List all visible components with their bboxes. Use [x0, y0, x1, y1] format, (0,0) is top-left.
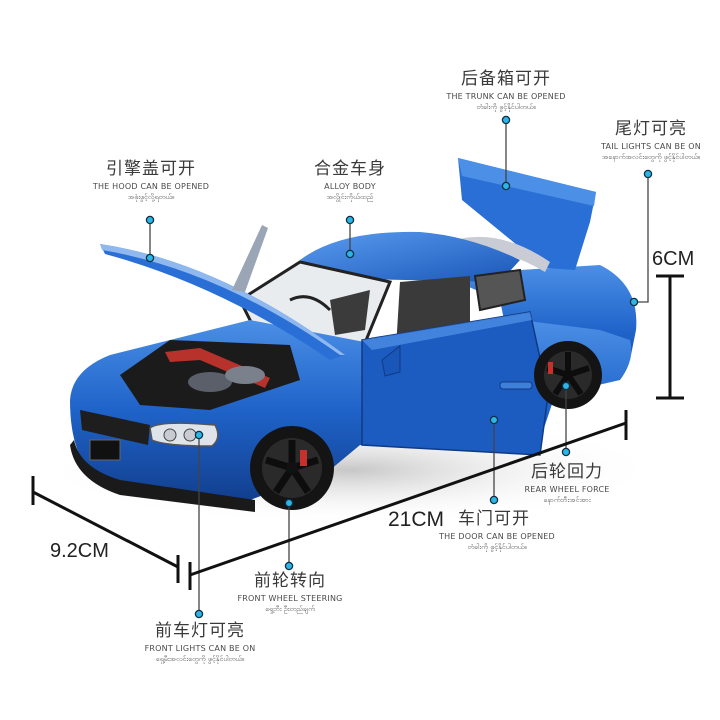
callout-front-wheel-en: FRONT WHEEL STEERING [237, 593, 343, 603]
callout-lines [149, 120, 649, 614]
callout-trunk-my: တံခါးကို ဖွင့်နိုင်ပါတယ်။ [476, 102, 536, 111]
car-roof [300, 231, 520, 282]
callout-trunk: 后备箱可开 THE TRUNK CAN BE OPENED တံခါးကို ဖ… [446, 69, 566, 111]
callout-hood: 引擎盖可开 THE HOOD CAN BE OPENED အဖုံးဖွင့်လ… [85, 159, 217, 201]
callout-door-my: တံခါးကို ဖွင့်နိုင်ပါတယ်။ [467, 542, 527, 551]
callout-hood-en: THE HOOD CAN BE OPENED [92, 181, 210, 191]
hood-open [100, 244, 345, 360]
license-plate [89, 439, 121, 461]
callout-rear-wheel: 后轮回力 REAR WHEEL FORCE နောက်ဘီးအင်အား [512, 462, 622, 504]
callout-door-en: THE DOOR CAN BE OPENED [439, 531, 555, 541]
callout-alloy-body-zh: 合金车身 [314, 159, 386, 179]
callout-front-lights-my: ရှေ့မီးအလင်းတွေကို ဖွင့်နိုင်ပါတယ်။ [155, 654, 245, 663]
callout-tail-lights-my: အနောက်အလင်းတွေကို ဖွင့်နိုင်ပါတယ်။ [601, 152, 701, 161]
callout-front-lights: 前车灯可亮 FRONT LIGHTS CAN BE ON ရှေ့မီးအလင်… [125, 621, 275, 663]
callout-front-wheel-zh: 前轮转向 [254, 571, 326, 591]
callout-hood-my: အဖုံးဖွင့်လို့ရတယ်။ [127, 192, 175, 201]
height-dimension-line [656, 274, 684, 400]
front-grille [80, 410, 150, 445]
callout-alloy-body: 合金车身 ALLOY BODY အလွိုင်းကိုယ်ထည် [302, 159, 398, 201]
length-dimension-line [188, 410, 628, 590]
callout-tail-lights-en: TAIL LIGHTS CAN BE ON [601, 141, 701, 151]
callout-front-wheel: 前轮转向 FRONT WHEEL STEERING ရှေ့ဘီး ဦးတည်ခ… [230, 571, 350, 613]
width-dimension-label: 9.2CM [50, 540, 109, 562]
callout-rear-wheel-my: နောက်ဘီးအင်အား [543, 495, 591, 504]
callout-front-lights-zh: 前车灯可亮 [155, 621, 245, 641]
callout-front-wheel-my: ရှေ့ဘီး ဦးတည်ချက် [265, 604, 315, 613]
callout-door: 车门可开 THE DOOR CAN BE OPENED တံခါးကို ဖွင… [434, 509, 560, 551]
callout-hood-zh: 引擎盖可开 [106, 159, 196, 179]
callout-rear-wheel-zh: 后轮回力 [531, 462, 603, 482]
width-dimension-line [31, 476, 180, 583]
length-dimension-label: 21CM [388, 508, 445, 531]
callout-trunk-zh: 后备箱可开 [461, 69, 551, 89]
callout-alloy-body-en: ALLOY BODY [324, 181, 376, 191]
car-door-open [361, 311, 549, 456]
callout-trunk-en: THE TRUNK CAN BE OPENED [446, 91, 566, 101]
callout-rear-wheel-en: REAR WHEEL FORCE [524, 484, 610, 494]
height-dimension-label: 6CM [652, 248, 695, 270]
callout-door-zh: 车门可开 [458, 509, 530, 529]
callout-dots [145, 115, 653, 619]
callout-tail-lights-zh: 尾灯可亮 [615, 119, 687, 139]
callout-front-lights-en: FRONT LIGHTS CAN BE ON [144, 643, 256, 653]
callout-tail-lights: 尾灯可亮 TAIL LIGHTS CAN BE ON အနောက်အလင်းတွ… [585, 119, 717, 161]
callout-alloy-body-my: အလွိုင်းကိုယ်ထည် [326, 192, 374, 201]
front-lip [70, 440, 255, 512]
